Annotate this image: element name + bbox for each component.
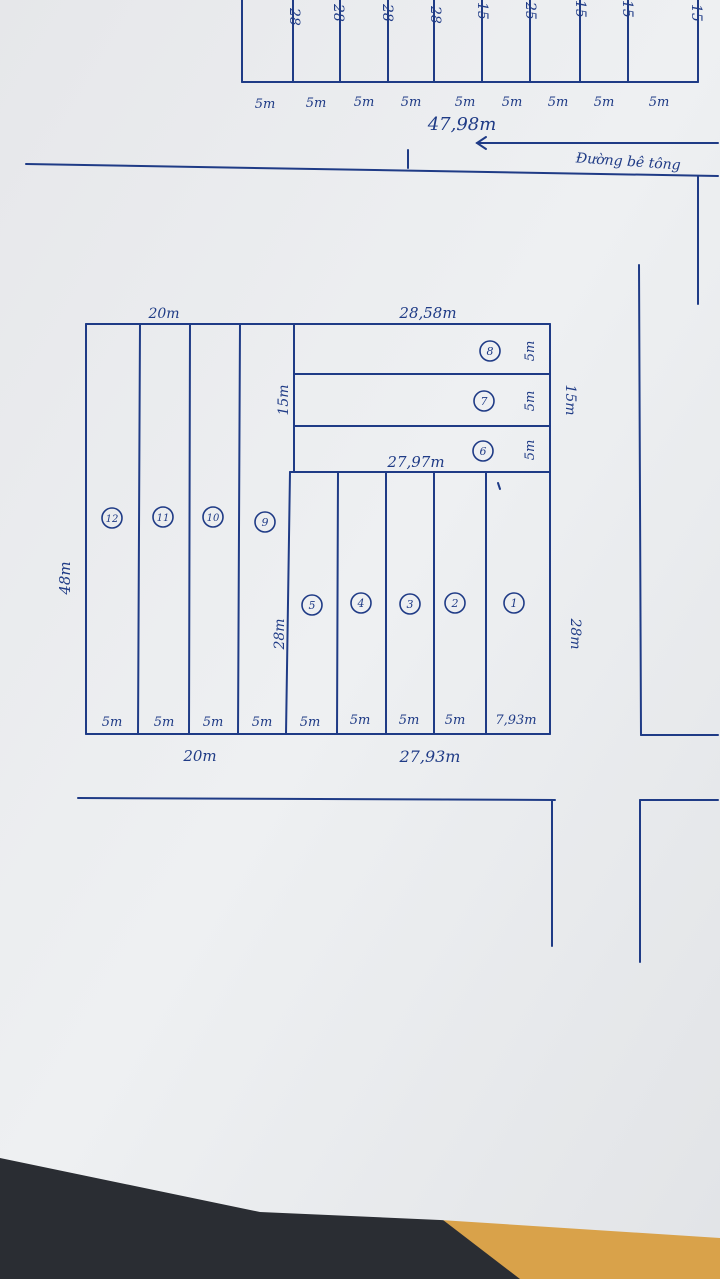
lot-7-number: 7 [481, 395, 488, 408]
bottom-right-total: 27,93m [399, 747, 461, 766]
lot-10-number: 10 [207, 513, 220, 524]
bottom-width-5: 5m [300, 715, 321, 730]
top-width-8: 5m [594, 95, 615, 110]
top-block-lines [241, 0, 699, 83]
lot-8-number: 8 [487, 345, 494, 358]
partial-label-9: 15 [688, 4, 704, 22]
lot-2-number: 2 [451, 597, 459, 610]
top-block-total: 47,98m [427, 114, 497, 135]
mid-depth-lower: 28m [272, 618, 288, 650]
middle-line-length: 27,97m [386, 453, 444, 471]
partial-label-4: 28 [427, 5, 443, 24]
bottom-left-total: 20m [182, 747, 216, 765]
lot-outline [85, 323, 551, 735]
partial-label-7: 15 [572, 0, 588, 18]
top-width-3: 5m [354, 95, 375, 110]
lot-5-number: 5 [309, 599, 316, 612]
lot-9-number: 9 [262, 516, 269, 529]
bottom-width-4: 5m [252, 715, 273, 730]
partial-label-8: 15 [619, 0, 635, 18]
bottom-width-2: 5m [154, 715, 175, 730]
lot-7-width: 5m [523, 391, 538, 412]
partial-label-1: 28 [286, 7, 302, 26]
bottom-width-3: 5m [203, 715, 224, 730]
top-width-9: 5m [649, 95, 670, 110]
bottom-width-1: 5m [102, 715, 123, 730]
top-left-width: 20m [147, 306, 179, 322]
mid-depth-upper: 15m [276, 384, 292, 415]
top-width-6: 5m [502, 95, 523, 110]
top-width-5: 5m [455, 95, 476, 110]
lot-12-number: 12 [106, 514, 119, 525]
top-block-widths: 5m 5m 5m 5m 5m 5m 5m 5m 5m [255, 95, 670, 112]
lot-6-number: 6 [480, 445, 487, 458]
bottom-widths: 5m 5m 5m 5m 5m 5m 5m 5m 7,93m [102, 713, 537, 730]
top-right-width: 28,58m [398, 304, 456, 322]
top-width-4: 5m [401, 95, 422, 110]
lot-8-width: 5m [523, 341, 538, 362]
right-depth-lower: 28m [567, 617, 583, 649]
paper-sheet [0, 0, 720, 1238]
left-depth: 48m [56, 561, 74, 595]
bottom-width-9: 7,93m [495, 713, 536, 728]
top-width-2: 5m [306, 96, 327, 111]
road-lines [25, 136, 719, 963]
right-depth-upper: 15m [562, 384, 578, 415]
top-width-1: 5m [255, 97, 276, 112]
bottom-width-7: 5m [399, 713, 420, 728]
partial-label-5: 15 [474, 2, 490, 20]
top-block-partial-labels: 28 28 28 28 15 25 15 15 15 [286, 0, 704, 26]
top-width-7: 5m [548, 95, 569, 110]
lot-11-number: 11 [157, 513, 170, 524]
bottom-width-6: 5m [350, 713, 371, 728]
lot-numbers: 8 7 6 12 11 10 9 5 4 3 2 1 [106, 345, 518, 612]
lot-4-number: 4 [357, 597, 365, 610]
partial-label-3: 28 [379, 3, 395, 22]
road-label: Đường bê tông [574, 150, 681, 173]
lot-3-number: 3 [407, 598, 414, 611]
partial-label-2: 28 [330, 3, 346, 22]
bottom-width-8: 5m [445, 713, 466, 728]
lot-1-number: 1 [511, 597, 518, 610]
partial-label-6: 25 [522, 1, 538, 20]
lot-6-width: 5m [523, 440, 538, 461]
lot-number-circles [101, 340, 525, 616]
